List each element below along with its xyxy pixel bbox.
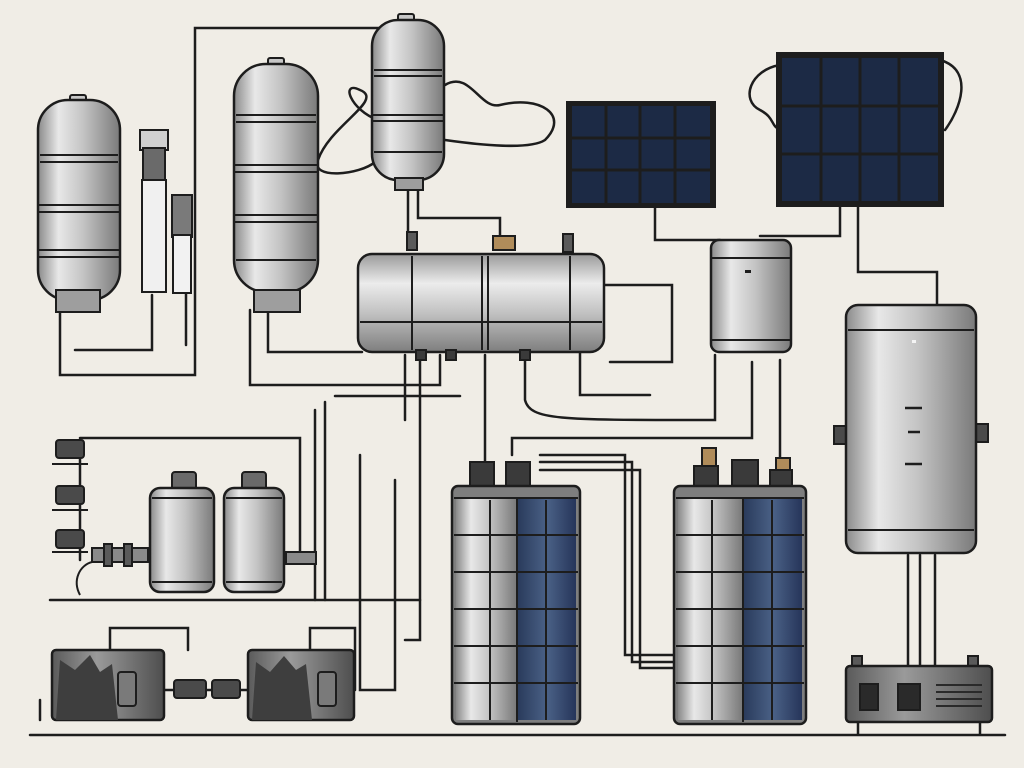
storage-tank-left [36,94,122,313]
wire-4 [266,308,364,354]
wire-32 [108,626,190,657]
control-box-bottom-middle [246,648,356,722]
wire-1 [58,26,382,377]
battery-bank-right [672,447,808,726]
wire-26 [538,453,682,657]
solar-panel-large [776,52,944,207]
wire-27 [538,460,682,664]
wire-12 [748,63,782,132]
wire-9 [416,178,502,247]
control-box-bottom-left [50,648,241,722]
wiring [28,26,1007,737]
filter-column-short [171,194,193,294]
storage-tank-middle [232,57,320,313]
wire-13 [938,58,963,132]
wire-16 [403,353,422,642]
wire-25 [510,360,754,457]
solar-panel-small [566,101,716,208]
wire-20 [578,343,652,397]
wire-19 [523,353,717,422]
wire-30 [78,436,302,562]
storage-tank-top [370,13,446,191]
wire-15 [758,203,842,238]
control-stack-left [52,439,88,553]
wire-10 [603,283,674,364]
wire-2 [73,293,154,352]
horizontal-boiler [356,231,606,361]
wire-6 [315,86,380,175]
wire-24 [358,453,397,692]
cylinder-left [148,471,216,594]
wire-28 [538,468,682,670]
wall-mounted-unit [833,303,989,555]
filter-column-tall [139,129,169,293]
controller-cylinder [709,238,793,354]
wire-11 [653,205,722,242]
wire-7 [443,80,556,147]
cylinder-right [222,471,286,594]
battery-bank-left [450,461,582,726]
control-box-right [844,655,994,735]
pipe-manifold [75,543,317,596]
wire-5 [248,308,442,387]
wire-14 [856,203,939,307]
